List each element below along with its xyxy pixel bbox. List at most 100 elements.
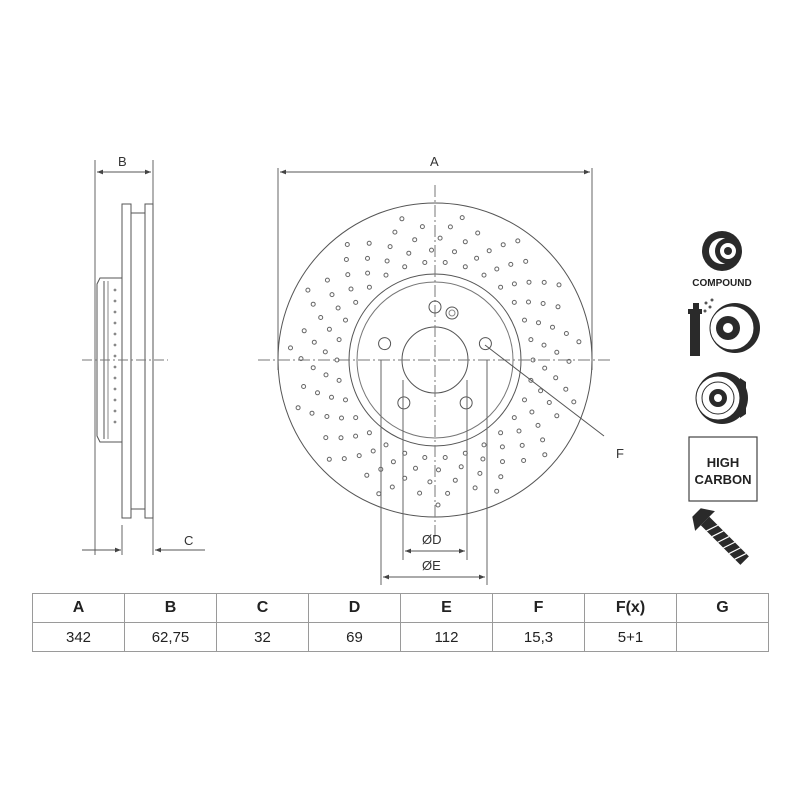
drilled-hole — [422, 260, 428, 265]
drilled-hole — [353, 415, 359, 421]
side-hole-mark — [113, 376, 117, 380]
cross-drilled-holes — [288, 215, 582, 508]
drilled-hole — [494, 488, 500, 494]
drilled-hole — [315, 390, 320, 396]
drilled-hole — [511, 299, 517, 305]
header-cell: F — [492, 593, 585, 623]
table-value-row: 342 62,75 32 69 112 15,3 5+1 — [32, 622, 769, 652]
drilled-hole — [538, 388, 544, 394]
header-cell: G — [676, 593, 769, 623]
drilled-hole — [498, 284, 504, 290]
locating-pin-hole — [445, 306, 459, 320]
drilled-hole — [540, 301, 546, 306]
drilled-hole — [345, 272, 351, 278]
drilled-hole — [399, 216, 405, 222]
side-hole-mark — [113, 354, 117, 358]
side-hole-mark — [113, 398, 117, 402]
label-f: F — [616, 446, 624, 461]
drilled-hole — [334, 357, 340, 363]
drilled-hole — [324, 277, 330, 283]
value-cell: 32 — [216, 622, 309, 652]
drilled-hole — [370, 448, 376, 454]
drilled-hole — [462, 450, 468, 456]
drilled-hole — [462, 264, 468, 270]
header-cell: F(x) — [584, 593, 677, 623]
drilled-hole — [508, 261, 514, 267]
drilled-hole — [498, 474, 504, 480]
drilled-hole — [341, 456, 347, 462]
drilled-hole — [324, 414, 330, 419]
side-view-dots — [113, 288, 117, 424]
drilled-hole — [536, 320, 541, 326]
drilled-hole — [301, 328, 307, 334]
drilled-hole — [462, 239, 468, 245]
drilled-hole — [329, 394, 334, 400]
drilled-hole — [515, 238, 521, 244]
drilled-hole — [335, 305, 341, 311]
drilled-hole — [563, 386, 569, 392]
drilled-hole — [529, 409, 535, 415]
drilled-hole — [481, 272, 487, 278]
drilled-hole — [566, 358, 572, 364]
header-cell: A — [32, 593, 125, 623]
drilled-hole — [383, 272, 389, 278]
drilled-hole — [498, 430, 504, 436]
drilled-hole — [402, 264, 408, 270]
table-header-row: A B C D E F F(x) G — [32, 593, 769, 623]
drilled-hole — [326, 456, 332, 462]
drilled-hole — [521, 458, 527, 463]
drilled-hole — [445, 490, 451, 496]
drilled-hole — [402, 450, 408, 456]
coated-disc-spray-icon — [688, 298, 760, 356]
drilled-hole — [554, 349, 560, 355]
header-cell: E — [400, 593, 493, 623]
drilled-hole — [348, 286, 354, 292]
drilled-hole — [554, 413, 560, 419]
drilled-hole — [310, 301, 316, 307]
drilled-hole — [452, 249, 457, 255]
drilled-hole — [511, 281, 517, 287]
value-cell: 69 — [308, 622, 401, 652]
drilled-hole — [419, 224, 425, 230]
drilled-hole — [486, 248, 492, 254]
drilled-hole — [329, 292, 335, 298]
bolt-hole — [478, 337, 492, 351]
drilled-hole — [383, 442, 389, 448]
side-hole-mark — [113, 387, 117, 391]
bolt-hole — [428, 300, 442, 314]
drilled-hole — [459, 215, 465, 221]
drilled-hole — [376, 491, 382, 497]
label-a: A — [430, 154, 439, 169]
inner-friction-ring — [144, 203, 154, 519]
drilled-hole — [366, 284, 372, 290]
drilled-hole — [555, 304, 561, 310]
drilled-hole — [310, 365, 316, 371]
drilled-hole — [526, 299, 531, 305]
header-cell: C — [216, 593, 309, 623]
drilled-hole — [336, 337, 342, 343]
drilled-hole — [523, 258, 529, 264]
drilled-hole — [301, 384, 307, 389]
drilled-hole — [353, 299, 359, 305]
side-hole-mark — [113, 343, 117, 347]
value-cell: 112 — [400, 622, 493, 652]
label-d: ØD — [422, 532, 442, 547]
drilled-hole — [417, 490, 423, 496]
drilled-hole — [528, 337, 534, 343]
side-hole-mark — [113, 332, 117, 336]
drilled-hole — [563, 331, 569, 336]
drilled-hole — [442, 260, 448, 265]
drilled-hole — [343, 397, 348, 403]
drilled-hole — [305, 287, 311, 293]
drilled-hole — [389, 484, 395, 490]
drilled-hole — [494, 266, 500, 272]
drilled-hole — [571, 399, 577, 405]
drilled-hole — [387, 244, 393, 250]
high-carbon-icon: HIGH CARBON — [688, 436, 758, 502]
drilled-hole — [474, 255, 480, 261]
compound-disc-icon — [702, 231, 742, 271]
bolt-hole — [459, 396, 473, 410]
drilled-hole — [542, 452, 548, 458]
drilled-hole — [406, 250, 412, 256]
